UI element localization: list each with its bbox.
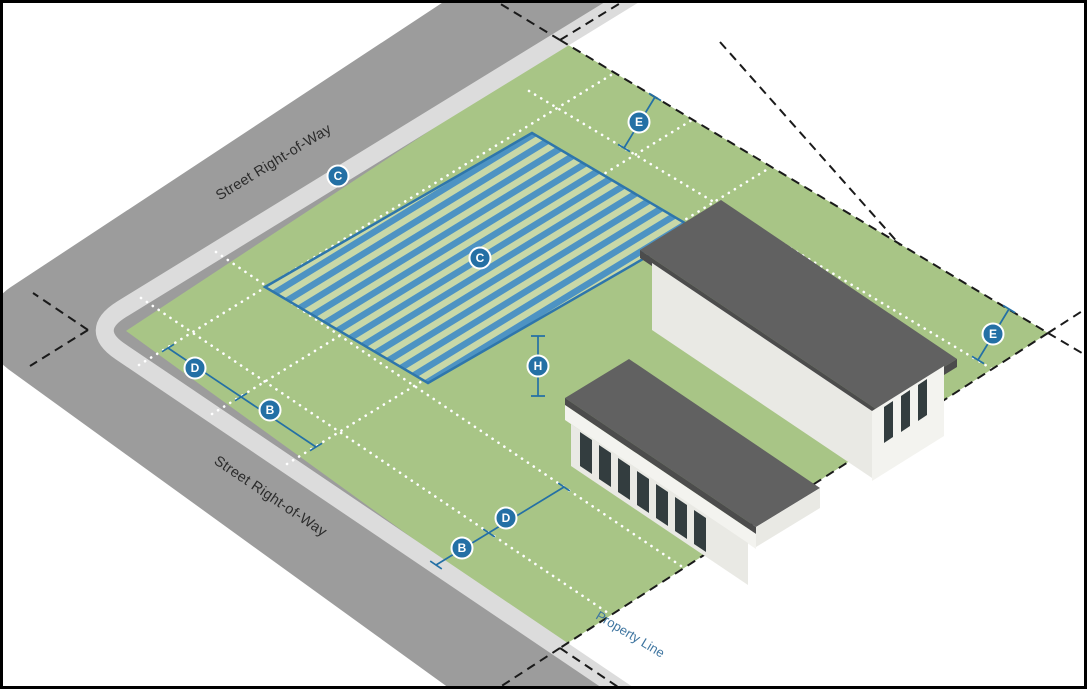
marker-circle <box>468 246 492 270</box>
marker-circle <box>326 164 350 188</box>
marker-c-area: C <box>468 246 492 270</box>
marker-c-street: C <box>326 164 350 188</box>
front-end-cap <box>756 488 820 547</box>
marker-circle <box>627 110 651 134</box>
property-line-ext-right-lower <box>1047 332 1087 357</box>
storefront-window <box>618 458 630 500</box>
marker-h-label: H <box>534 359 543 373</box>
property-line-ext-right-upper <box>1047 307 1087 334</box>
side-window <box>918 379 927 421</box>
marker-b-bottom: B <box>450 536 474 560</box>
storefront-window <box>675 497 687 539</box>
marker-d-bottom-label: D <box>502 511 511 525</box>
storefront-window <box>599 445 611 487</box>
setback-dotted-line-nw-1 <box>137 73 613 367</box>
building <box>565 200 957 585</box>
marker-d-bottom: D <box>494 506 518 530</box>
marker-circle <box>526 354 550 378</box>
marker-b-bottom-label: B <box>458 541 467 555</box>
property-line-ne-edge <box>559 39 1049 334</box>
property-line-label: Property Line <box>593 608 667 661</box>
marker-circle <box>258 398 282 422</box>
dimension-chain-bottom-ticks <box>429 482 571 570</box>
front-roof-edge <box>565 398 756 534</box>
dimension-h-ticks <box>531 335 545 397</box>
marker-e-right-label: E <box>989 327 997 341</box>
dimension-e-right-ticks <box>971 304 1016 365</box>
marker-circle <box>494 506 518 530</box>
property-line-ext-top-right <box>559 0 628 41</box>
side-window <box>901 390 910 432</box>
setback-dotted-line-nw-2 <box>210 118 694 416</box>
property-line-ext-top-left <box>492 0 561 41</box>
marker-circle <box>450 536 474 560</box>
street-road-band <box>0 0 629 689</box>
side-window <box>884 401 893 443</box>
marker-c-street-label: C <box>334 169 343 183</box>
street-curb <box>95 0 643 689</box>
marker-e-top-label: E <box>635 115 643 129</box>
storefront-window <box>694 510 706 552</box>
marker-h: H <box>526 354 550 378</box>
rear-wall-front <box>652 263 872 478</box>
marker-b-left-label: B <box>266 403 275 417</box>
adjacent-property-dashed-line <box>719 41 901 246</box>
marker-circle <box>981 322 1005 346</box>
property-line-ext-bottom-right <box>559 647 622 689</box>
storefront-window <box>580 432 592 474</box>
storefront-window <box>637 471 649 513</box>
storefront-window <box>656 484 668 526</box>
markers: E C C E D B H D <box>183 110 1005 560</box>
dimension-e-top-ticks <box>617 92 662 153</box>
marker-c-area-label: C <box>476 251 485 265</box>
marker-b-left: B <box>258 398 282 422</box>
property-line-ext-left-lower <box>29 329 89 367</box>
marker-e-top: E <box>627 110 651 134</box>
marker-e-right: E <box>981 322 1005 346</box>
property-line-ext-left-upper <box>32 292 89 331</box>
dimension-chain-left-ticks <box>161 343 323 452</box>
rear-roof <box>640 200 957 409</box>
setback-dotted-line-sw-1 <box>139 296 613 617</box>
front-roof <box>565 359 820 527</box>
marker-d-left-label: D <box>191 361 200 375</box>
front-fascia <box>565 405 756 549</box>
marker-circle <box>183 356 207 380</box>
marker-d-left: D <box>183 356 207 380</box>
property-line-ext-bottom-left <box>496 647 561 689</box>
